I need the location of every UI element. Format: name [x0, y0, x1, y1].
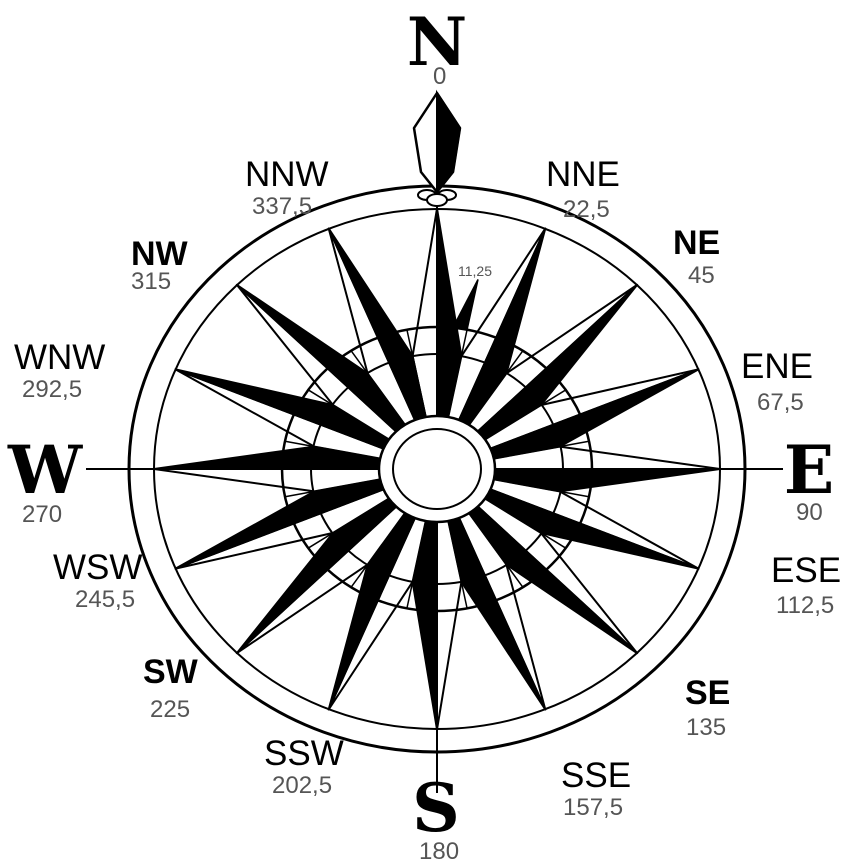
label-east: E	[784, 437, 834, 503]
degree-northeast: 45	[688, 264, 715, 288]
degree-southeast: 135	[686, 716, 726, 740]
degree-southwest: 225	[150, 698, 190, 722]
north-ornament-center	[427, 194, 447, 206]
north-pointer-dark	[437, 93, 460, 192]
label-nne: NNE	[546, 157, 620, 192]
degree-ese: 112,5	[776, 594, 834, 618]
label-southwest: SW	[143, 655, 198, 689]
label-ssw: SSW	[264, 736, 344, 771]
label-northwest: NW	[131, 237, 188, 271]
degree-northwest: 315	[131, 270, 171, 294]
degree-south: 180	[419, 840, 459, 859]
degree-nne: 22,5	[563, 198, 610, 222]
half-point-label: 11,25	[458, 264, 492, 278]
label-wnw: WNW	[14, 340, 105, 375]
label-ese: ESE	[771, 553, 841, 588]
degree-west: 270	[22, 503, 62, 527]
degree-sse: 157,5	[563, 796, 623, 820]
label-nnw: NNW	[245, 157, 329, 192]
hub-center	[393, 429, 481, 509]
degree-wsw: 245,5	[75, 588, 135, 612]
degree-ssw: 202,5	[272, 774, 332, 798]
degree-wnw: 292,5	[22, 378, 82, 402]
label-southeast: SE	[685, 676, 730, 710]
label-west: W	[8, 437, 82, 503]
degree-nnw: 337,5	[252, 195, 312, 219]
label-ene: ENE	[741, 349, 813, 384]
half-point-marker	[453, 280, 478, 330]
label-south: S	[412, 775, 460, 841]
degree-ene: 67,5	[757, 391, 804, 415]
label-wsw: WSW	[53, 550, 142, 585]
degree-east: 90	[796, 501, 823, 525]
label-sse: SSE	[561, 758, 631, 793]
label-northeast: NE	[673, 226, 720, 260]
degree-north: 0	[433, 65, 446, 89]
